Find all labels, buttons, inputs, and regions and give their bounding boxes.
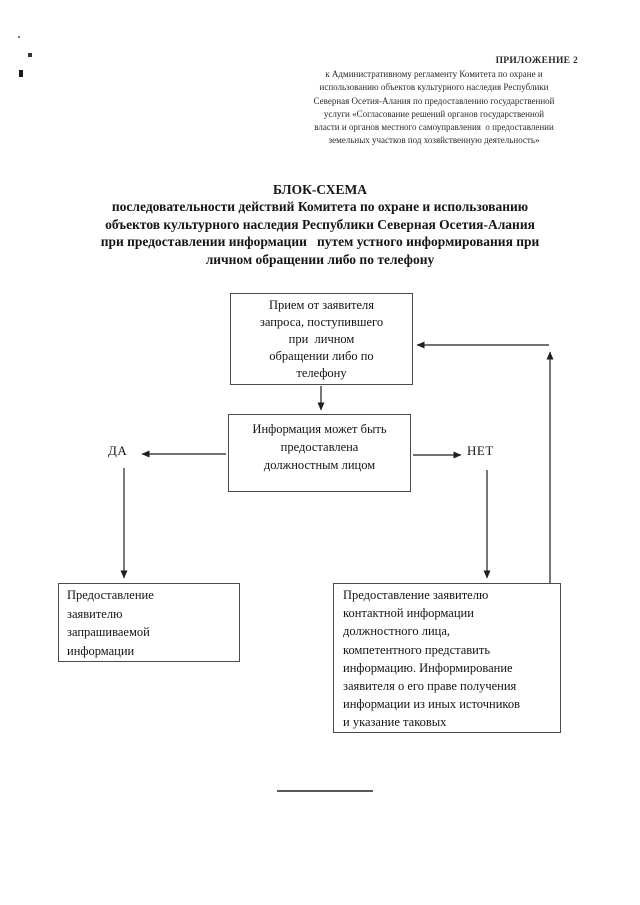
title-line: последовательности действий Комитета по …: [111, 199, 529, 215]
flow-box-text: Предоставление заявителю контактной инфо…: [343, 588, 520, 730]
flow-box-text: Прием от заявителя запроса, поступившего…: [259, 298, 384, 380]
scan-speck: [19, 70, 23, 77]
branch-label-yes: ДА: [108, 443, 128, 458]
document-title: БЛОК-СХЕМА последовательности действий К…: [30, 181, 610, 268]
title-line: при предоставлении информации путем устн…: [100, 234, 540, 250]
scan-speck: [28, 53, 32, 57]
flow-box-receive-request: Прием от заявителя запроса, поступившего…: [230, 293, 413, 385]
appendix-line: к Административному регламенту Комитета …: [325, 69, 543, 80]
flow-box-provide-info: Предоставление заявителю запрашиваемой и…: [58, 583, 240, 662]
flow-box-text: Предоставление заявителю запрашиваемой и…: [67, 588, 154, 658]
appendix-line: услуги «Согласование решений органов гос…: [323, 108, 545, 119]
appendix-header: ПРИЛОЖЕНИЕ 2 к Административному регламе…: [288, 55, 580, 147]
flow-box-text: Информация может быть предоставлена долж…: [252, 422, 387, 472]
appendix-line: власти и органов местного самоуправления…: [314, 122, 554, 133]
title-line-main: БЛОК-СХЕМА: [272, 182, 368, 197]
branch-label-no: НЕТ: [467, 443, 494, 458]
title-line: объектов культурного наследия Республики…: [105, 216, 535, 232]
flow-box-provide-contacts: Предоставление заявителю контактной инфо…: [333, 583, 561, 733]
appendix-line: земельных участков под хозяйственную дея…: [328, 135, 540, 146]
appendix-line: Северная Осетия-Алания по предоставлению…: [313, 95, 555, 106]
flow-box-decision: Информация может быть предоставлена долж…: [228, 414, 411, 492]
appendix-number: ПРИЛОЖЕНИЕ 2: [495, 56, 578, 66]
appendix-line: использованию объектов культурного насле…: [319, 82, 549, 93]
title-line: личном обращении либо по телефону: [205, 251, 435, 267]
scan-speck: [18, 36, 20, 38]
